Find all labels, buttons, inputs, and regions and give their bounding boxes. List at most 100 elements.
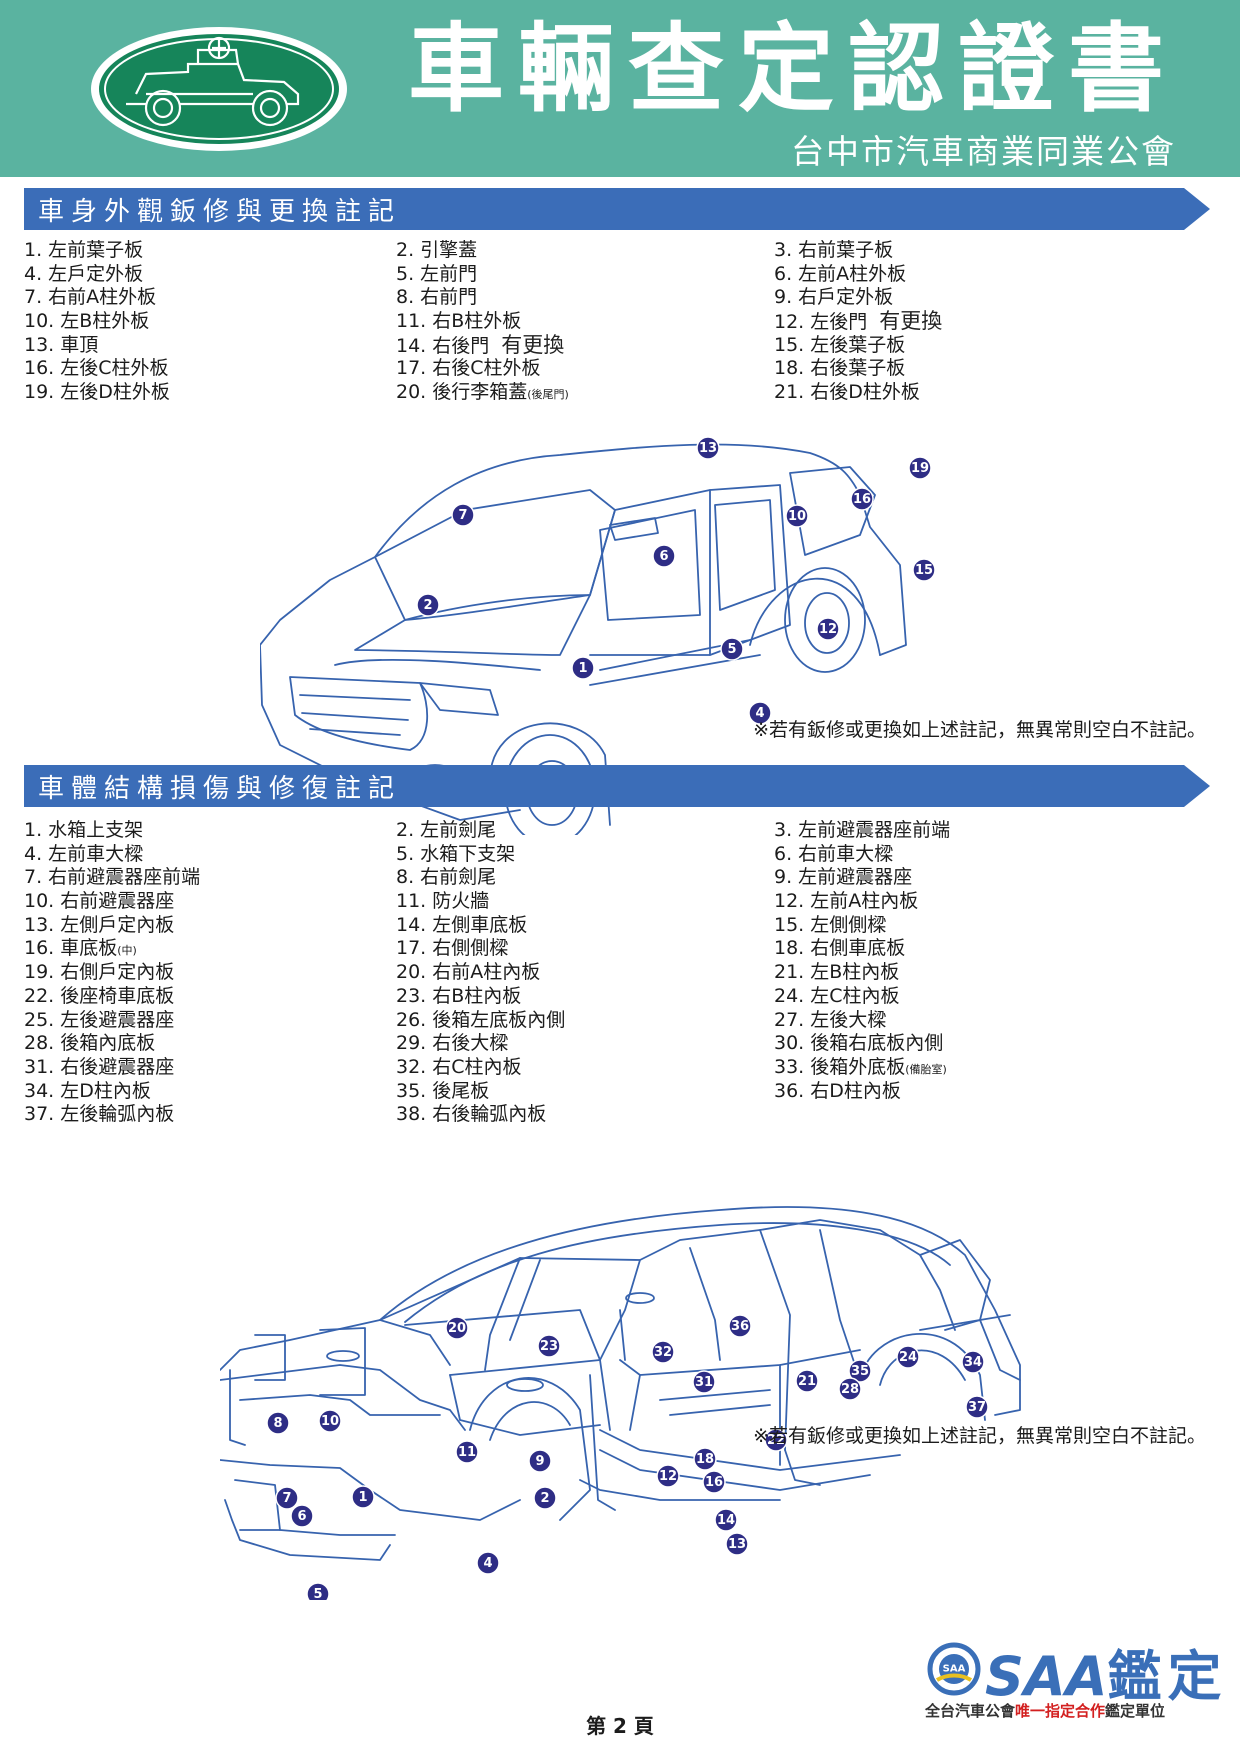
badge-number: 4 — [755, 706, 764, 721]
section1-banner: 車身外觀鈑修與更換註記 — [24, 188, 1210, 230]
part-number-badge: 10 — [318, 1409, 342, 1433]
part-number-badge: 21 — [795, 1369, 819, 1393]
badge-number: 15 — [915, 563, 933, 578]
list-item: 16. 左後C柱外板 — [24, 357, 169, 380]
part-number-badge: 20 — [445, 1316, 469, 1340]
part-number-badge: 31 — [692, 1370, 716, 1394]
list-item: 34. 左D柱內板 — [24, 1079, 151, 1102]
list-item: 37. 左後輪弧內板 — [24, 1103, 175, 1126]
badge-number: 1 — [358, 1490, 367, 1505]
section2-title: 車體結構損傷與修復註記 — [38, 774, 402, 804]
list-item: 12. 左後門有更換 — [774, 309, 1174, 334]
badge-number: 9 — [535, 1454, 544, 1469]
badge-number: 4 — [483, 1556, 492, 1571]
list-item-label: 12. 左後門 — [774, 311, 868, 334]
list-item: 13. 左側戶定內板 — [24, 913, 175, 936]
list-item: 15. 左側側樑 — [774, 913, 887, 936]
list-item-label: 14. 右後門 — [396, 334, 490, 357]
list-item: 8. 右前劍尾 — [396, 866, 497, 889]
part-number-badge: 5 — [306, 1582, 330, 1600]
svg-text:SAA: SAA — [943, 1664, 966, 1675]
badge-number: 34 — [964, 1355, 982, 1370]
part-number-badge: 15 — [912, 558, 936, 582]
part-number-badge: 10 — [785, 504, 809, 528]
list-item: 16. 車底板(中) — [24, 937, 396, 961]
badge-number: 13 — [728, 1537, 746, 1552]
list-item: 6. 左前A柱外板 — [774, 262, 907, 285]
badge-number: 6 — [659, 549, 668, 564]
badge-number: 2 — [540, 1491, 549, 1506]
list-item: 31. 右後避震器座 — [24, 1055, 175, 1078]
list-item: 18. 右側車底板 — [774, 937, 906, 960]
badge-number: 19 — [911, 461, 929, 476]
saa-tagline: 全台汽車公會唯一指定合作鑑定單位 — [925, 1700, 1165, 1721]
list-item: 4. 左前車大樑 — [24, 842, 144, 865]
part-number-badge: 22 — [764, 1428, 788, 1452]
part-number-badge: 2 — [533, 1486, 557, 1510]
section1-item-list: 1. 左前葉子板 2. 引擎蓋 3. 右前葉子板 4. 左戶定外板 5. 左前門… — [24, 239, 1174, 405]
part-number-badge: 23 — [537, 1334, 561, 1358]
list-item: 10. 右前避震器座 — [24, 890, 175, 913]
badge-number: 7 — [458, 508, 467, 523]
saa-logo-text: SAA — [985, 1645, 1108, 1708]
tagline-part: 鑑定單位 — [1105, 1702, 1166, 1720]
list-item: 11. 防火牆 — [396, 890, 490, 913]
badge-number: 20 — [448, 1321, 466, 1336]
list-item: 7. 右前避震器座前端 — [24, 866, 201, 889]
part-number-badge: 16 — [702, 1470, 726, 1494]
list-item: 1. 左前葉子板 — [24, 239, 144, 261]
badge-number: 1 — [578, 661, 587, 676]
tagline-part: 唯一指定合作 — [1015, 1702, 1106, 1720]
item-suffix: (中) — [117, 944, 137, 958]
list-item: 38. 右後輪弧內板 — [396, 1103, 547, 1126]
list-item: 19. 右側戶定內板 — [24, 961, 175, 984]
part-number-badge: 8 — [266, 1411, 290, 1435]
list-item: 15. 左後葉子板 — [774, 333, 906, 356]
part-number-badge: 11 — [455, 1440, 479, 1464]
item-suffix: (備胎室) — [905, 1062, 947, 1076]
saa-logo: SAA SAA鑑定 全台汽車公會唯一指定合作鑑定單位 — [925, 1640, 1221, 1721]
list-item: 11. 右B柱外板 — [396, 310, 522, 333]
badge-number: 32 — [654, 1345, 672, 1360]
list-item: 9. 右戶定外板 — [774, 286, 894, 309]
badge-number: 13 — [699, 441, 717, 456]
part-number-badge: 7 — [275, 1486, 299, 1510]
part-number-badge: 18 — [693, 1447, 717, 1471]
list-item: 24. 左C柱內板 — [774, 984, 900, 1007]
list-item: 20. 右前A柱內板 — [396, 961, 541, 984]
badge-number: 16 — [853, 492, 871, 507]
list-item: 22. 後座椅車底板 — [24, 984, 175, 1007]
badge-number: 11 — [458, 1445, 476, 1460]
part-number-badge: 32 — [651, 1340, 675, 1364]
list-item: 21. 右後D柱外板 — [774, 381, 920, 404]
part-number-badge: 35 — [848, 1359, 872, 1383]
list-item: 4. 左戶定外板 — [24, 262, 144, 285]
part-number-badge: 2 — [416, 593, 440, 617]
part-number-badge: 4 — [476, 1551, 500, 1575]
part-number-badge: 13 — [725, 1532, 749, 1556]
part-number-badge: 19 — [908, 456, 932, 480]
part-number-badge: 36 — [728, 1314, 752, 1338]
list-item: 13. 車頂 — [24, 333, 99, 356]
badge-number: 18 — [696, 1452, 714, 1467]
list-item: 32. 右C柱內板 — [396, 1055, 522, 1078]
list-item: 25. 左後避震器座 — [24, 1008, 175, 1031]
part-number-badge: 6 — [290, 1504, 314, 1528]
badge-number: 5 — [313, 1587, 322, 1600]
part-number-badge: 28 — [838, 1377, 862, 1401]
list-item: 33. 後箱外底板(備胎室) — [774, 1056, 1174, 1080]
badge-number: 12 — [659, 1469, 677, 1484]
list-item-label: 33. 後箱外底板 — [774, 1055, 906, 1078]
list-item: 8. 右前門 — [396, 286, 478, 309]
badge-number: 23 — [540, 1339, 558, 1354]
page-number: 第 2 頁 — [586, 1714, 654, 1738]
part-number-badge: 24 — [896, 1345, 920, 1369]
list-item: 18. 右後葉子板 — [774, 357, 906, 380]
list-item: 5. 水箱下支架 — [396, 842, 516, 865]
part-number-badge: 7 — [451, 503, 475, 527]
section2-item-list: 1. 水箱上支架 2. 左前劍尾 3. 左前避震器座前端 4. 左前車大樑 5.… — [24, 819, 1174, 1127]
list-item: 9. 左前避震器座 — [774, 866, 913, 889]
badge-number: 16 — [705, 1475, 723, 1490]
badge-number: 2 — [423, 598, 432, 613]
